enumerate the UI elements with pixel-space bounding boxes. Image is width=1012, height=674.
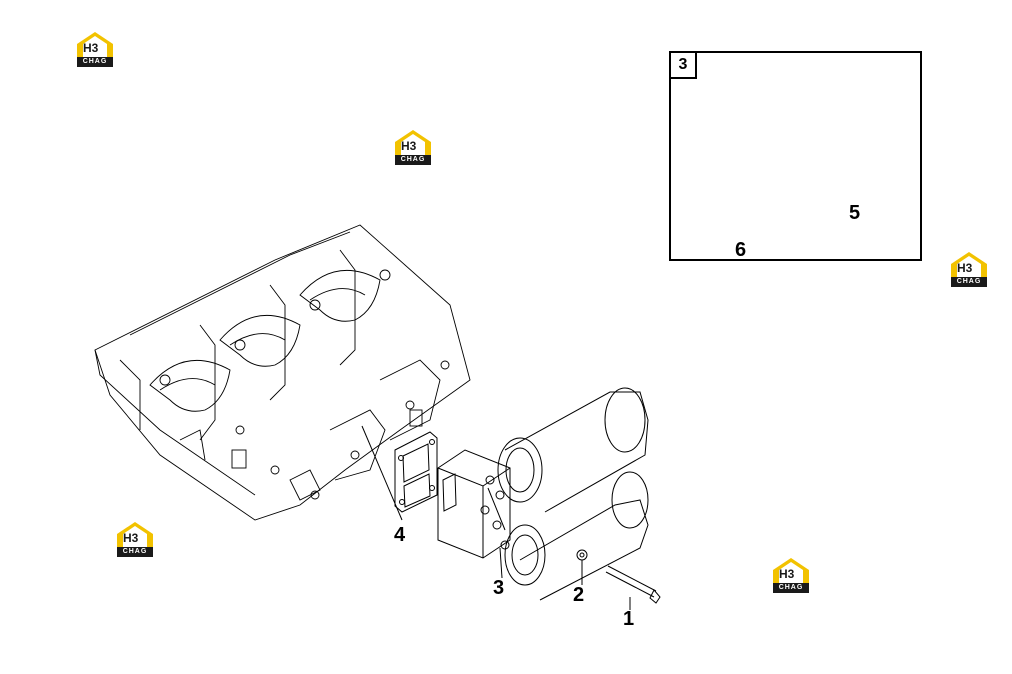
callout-4: 4 — [394, 524, 406, 546]
callout-5: 5 — [849, 202, 861, 224]
callout-1: 1 — [623, 608, 635, 630]
callout-6: 6 — [735, 239, 747, 261]
inset-label: 3 — [671, 53, 697, 79]
leader-lines — [361, 425, 631, 610]
gasket — [394, 431, 438, 513]
house-icon — [773, 558, 809, 584]
house-icon — [951, 252, 987, 278]
filter-cartridges — [497, 387, 649, 601]
washer-and-bolt — [576, 549, 661, 604]
detail-inset: 3 — [669, 51, 922, 261]
house-icon — [117, 522, 153, 548]
brand-logo: H3 CHAG — [771, 556, 811, 596]
house-icon — [395, 130, 431, 156]
brand-logo: H3 CHAG — [393, 128, 433, 168]
brand-logo: H3 CHAG — [115, 520, 155, 560]
filter-housing — [437, 449, 511, 559]
callout-3: 3 — [493, 577, 505, 599]
brand-logo: H3 CHAG — [75, 30, 115, 70]
engine-block — [94, 224, 471, 521]
house-icon — [77, 32, 113, 58]
brand-logo: H3 CHAG — [949, 250, 989, 290]
callout-2: 2 — [573, 584, 585, 606]
